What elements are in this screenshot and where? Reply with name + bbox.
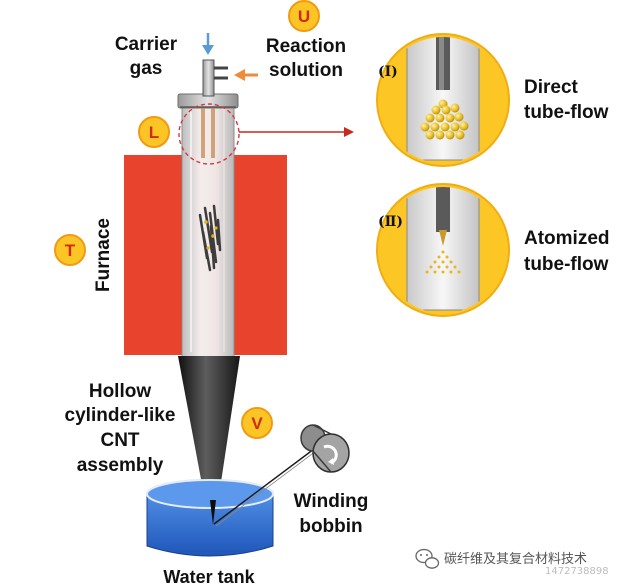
injector-tube-right bbox=[211, 108, 215, 158]
inset-direct bbox=[376, 33, 510, 167]
atomized-droplets bbox=[425, 250, 461, 274]
badge-v-letter: V bbox=[251, 414, 263, 433]
label-direct-line1: Direct bbox=[524, 77, 579, 98]
inset-atomized bbox=[376, 183, 510, 317]
badge-l-letter: L bbox=[149, 123, 159, 142]
badge-t: T bbox=[54, 234, 86, 266]
label-atomized-line2: tube-flow bbox=[524, 254, 609, 275]
label-atomized-line1: Atomized bbox=[524, 228, 610, 249]
reaction-solution-arrow bbox=[234, 69, 258, 81]
inlet-pipe bbox=[202, 59, 215, 97]
wechat-icon bbox=[415, 548, 440, 569]
winding-bobbin bbox=[300, 424, 350, 473]
side-port bbox=[214, 66, 228, 80]
carrier-gas-arrow bbox=[202, 33, 214, 55]
badge-l: L bbox=[138, 116, 170, 148]
label-cnt-line4: assembly bbox=[77, 455, 164, 476]
label-water-tank: Water tank bbox=[163, 567, 255, 585]
catalyst-bits bbox=[204, 220, 218, 250]
water-tank-body bbox=[146, 494, 274, 557]
cnt-yarn bbox=[213, 445, 319, 525]
badge-t-letter: T bbox=[65, 241, 76, 260]
cnt-yarn-shadow bbox=[215, 447, 321, 527]
label-cnt-line3: CNT bbox=[100, 430, 139, 451]
injector-tube-left bbox=[201, 108, 205, 158]
label-reaction-line2: solution bbox=[269, 60, 343, 81]
water-tank-rim bbox=[146, 479, 274, 509]
droplet-cluster bbox=[420, 99, 469, 140]
label-furnace: Furnace bbox=[93, 218, 114, 292]
watermark: 碳纤维及其复合材料技术 1472738898 bbox=[415, 548, 609, 577]
cnt-assembly-cone bbox=[178, 356, 240, 522]
label-carrier-gas-line1: Carrier bbox=[115, 34, 178, 55]
cnt-tip bbox=[210, 500, 216, 525]
label-cnt-line2: cylinder-like bbox=[65, 405, 176, 426]
cnt-aggregate bbox=[198, 204, 222, 272]
label-carrier-gas-line2: gas bbox=[130, 58, 163, 79]
badge-u: U bbox=[288, 0, 320, 32]
label-reaction-line1: Reaction bbox=[266, 36, 346, 57]
magnify-arrow bbox=[239, 127, 354, 137]
badge-u-letter: U bbox=[298, 7, 310, 26]
label-winding-line2: bobbin bbox=[299, 516, 362, 537]
inset-atomized-label: (Ⅱ) bbox=[378, 214, 403, 230]
inset-direct-label: (Ⅰ) bbox=[378, 64, 398, 80]
label-cnt-line1: Hollow bbox=[89, 381, 151, 402]
label-winding-line1: Winding bbox=[294, 491, 369, 512]
rotation-arrow-icon bbox=[323, 444, 338, 465]
badge-v: V bbox=[241, 407, 273, 439]
magnified-region-circle bbox=[178, 103, 240, 165]
watermark-text: 碳纤维及其复合材料技术 bbox=[444, 552, 587, 567]
label-direct-line2: tube-flow bbox=[524, 102, 609, 123]
watermark-id: 1472738898 bbox=[545, 566, 609, 577]
